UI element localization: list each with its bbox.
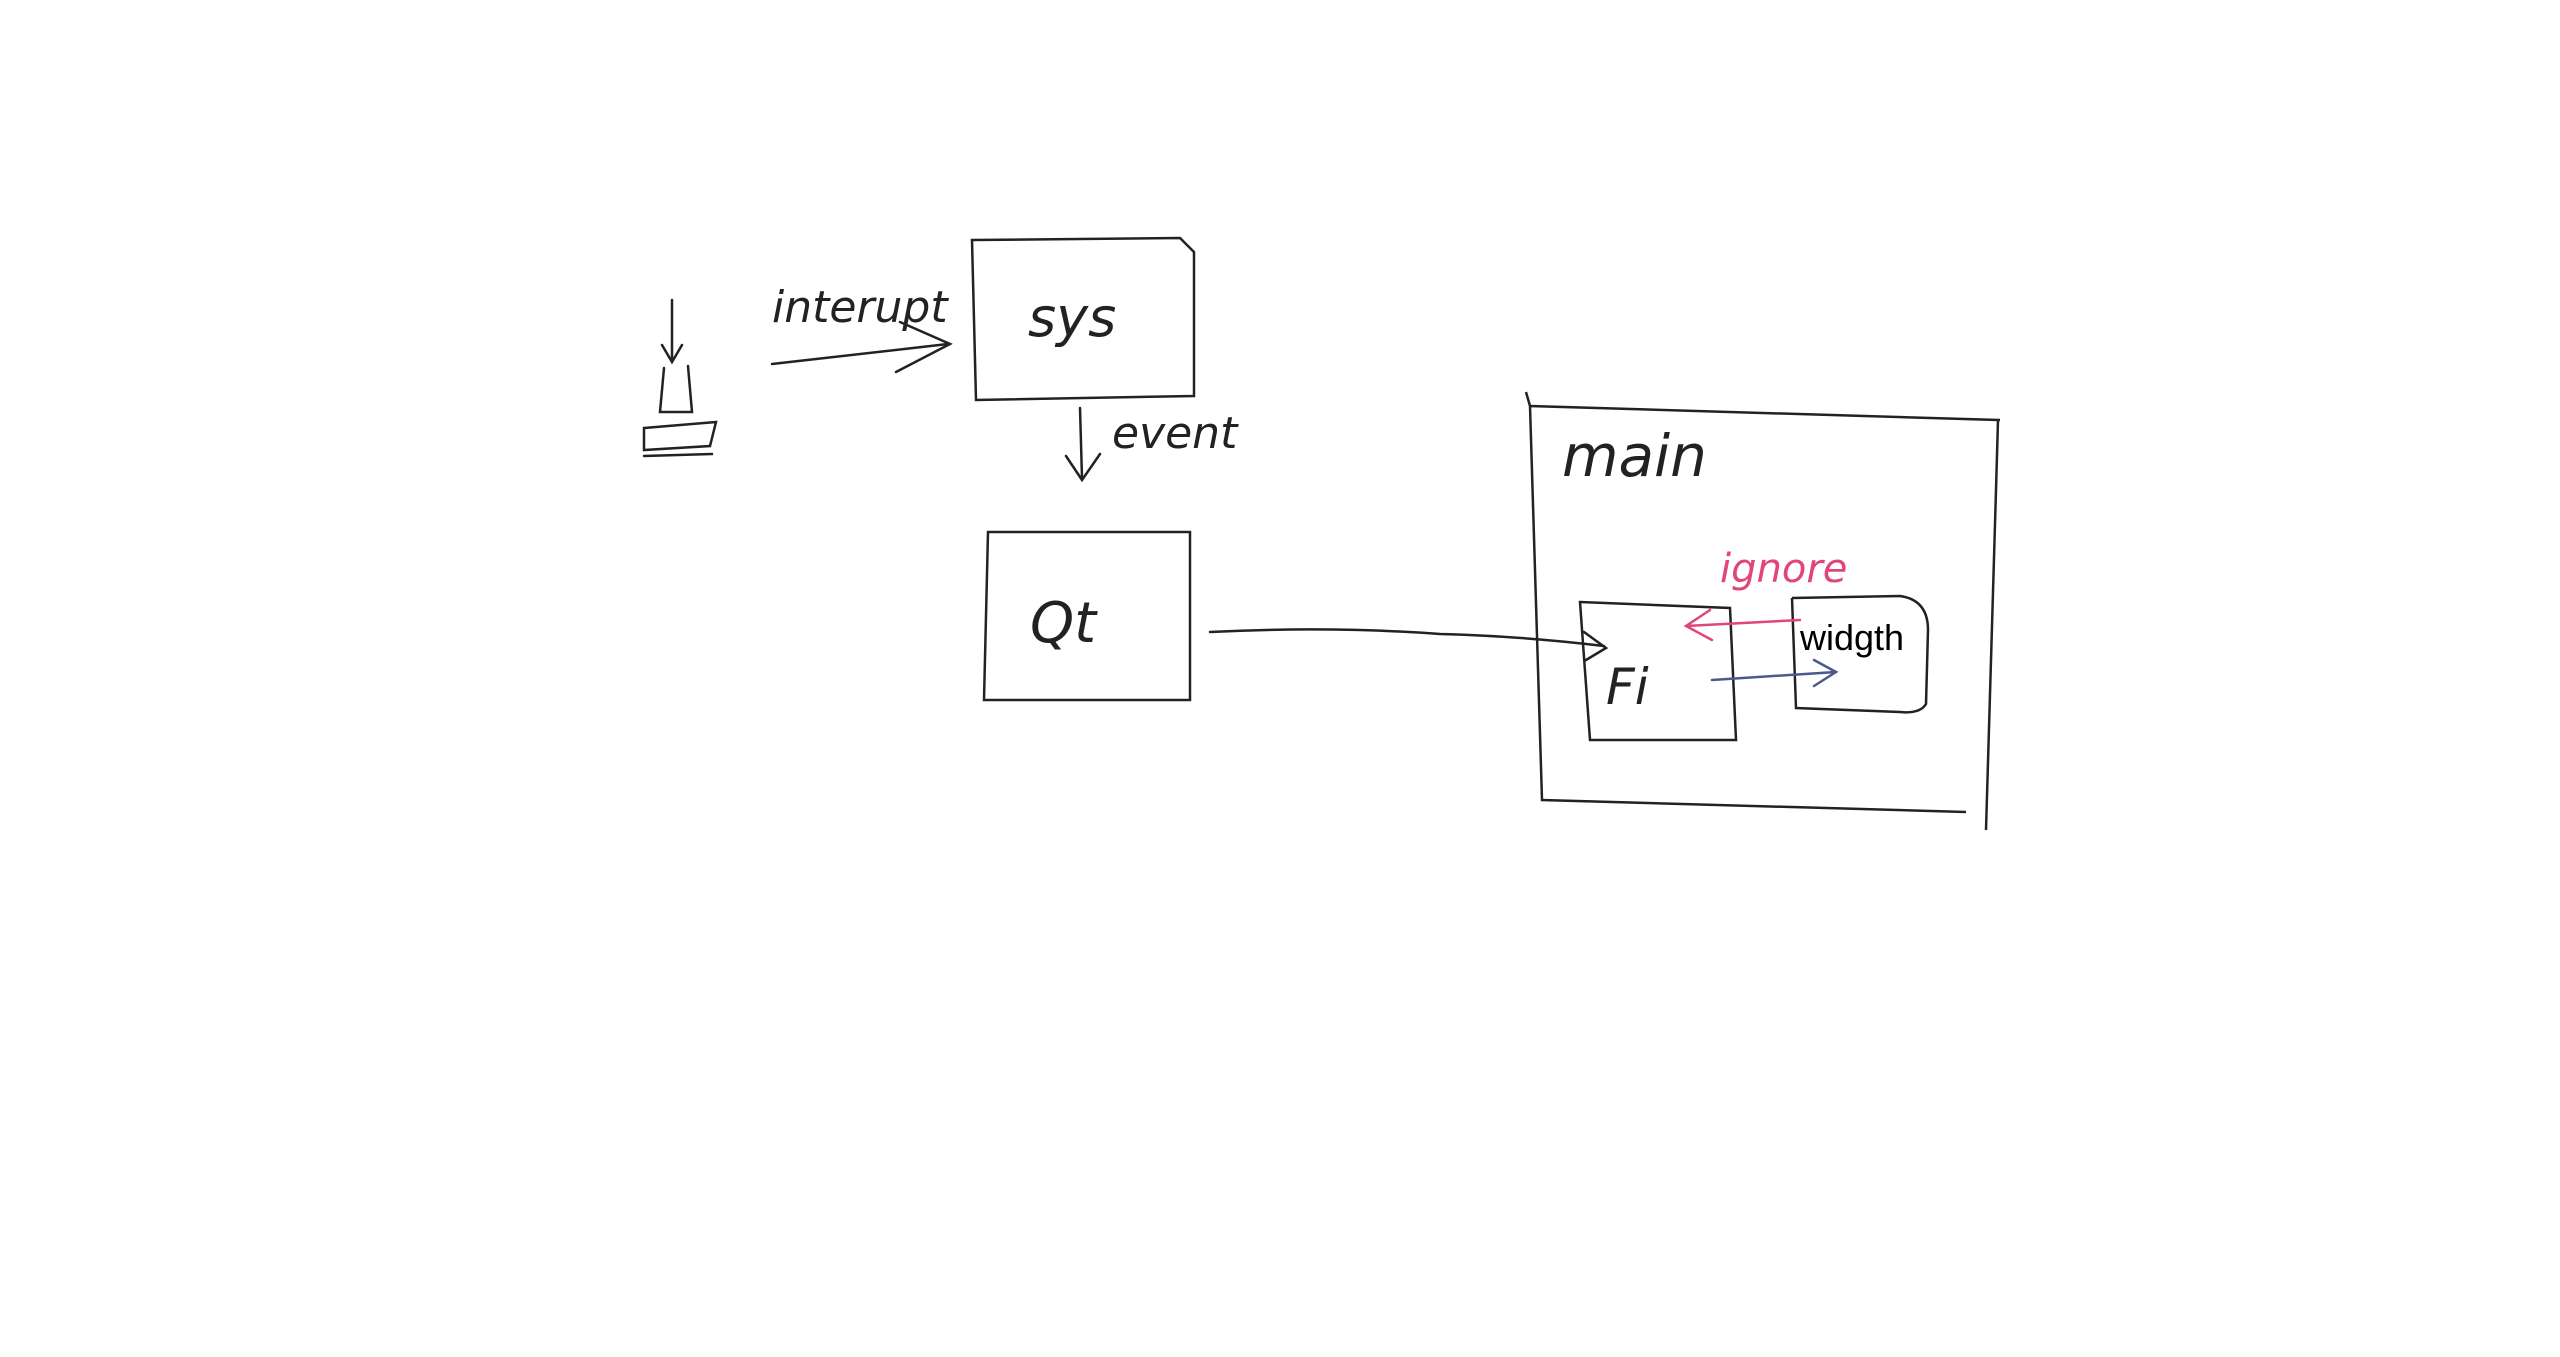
main-label: main <box>1562 422 1707 490</box>
filter-box <box>1578 600 1738 742</box>
event-label: event <box>1112 408 1239 459</box>
ignore-arrow <box>1683 608 1802 642</box>
main-box <box>1524 391 2000 831</box>
interrupt-arrow <box>770 320 953 374</box>
qt-label: Qt <box>1030 591 1098 656</box>
ignore-label: ignore <box>1720 546 1847 592</box>
qt-to-filter-arrowhead <box>1582 630 1609 662</box>
widget-label: widgth <box>1799 617 1904 658</box>
filter-label: Fi <box>1606 658 1649 716</box>
widget-box <box>1790 594 1930 714</box>
button-device-icon <box>642 298 718 458</box>
sys-label: sys <box>1028 286 1116 349</box>
sys-box <box>970 236 1196 402</box>
pass-through-arrow <box>1710 658 1839 688</box>
event-arrow <box>1064 406 1102 483</box>
interrupt-label: interupt <box>772 282 949 333</box>
qt-to-filter-arrow <box>1208 628 1606 648</box>
qt-box <box>982 530 1192 702</box>
